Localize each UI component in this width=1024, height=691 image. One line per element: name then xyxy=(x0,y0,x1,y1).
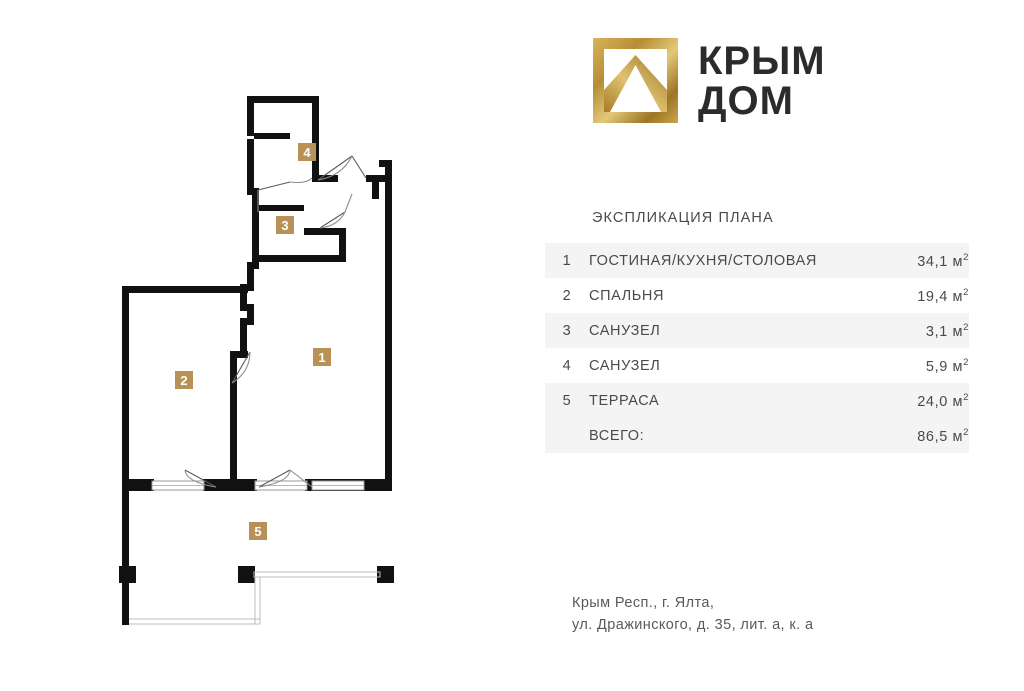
table-row: 4 САНУЗЕЛ 5,9 м2 xyxy=(545,348,969,383)
total-area-unit: м xyxy=(952,428,964,445)
row-number: 3 xyxy=(562,322,572,339)
row-area-value: 34,1 xyxy=(917,253,948,270)
total-area: 86,5 м2 xyxy=(899,418,969,453)
brand-line-2: ДОМ xyxy=(698,78,794,123)
room-badge-3-label: 3 xyxy=(281,217,289,233)
brand-line-1: КРЫМ xyxy=(698,38,826,83)
row-number: 1 xyxy=(562,252,572,269)
row-area-sup: 2 xyxy=(963,321,969,333)
room-badge-5-label: 5 xyxy=(254,523,262,539)
row-area-value: 5,9 xyxy=(925,358,948,375)
row-area: 3,1 м2 xyxy=(899,313,969,348)
row-area-sup: 2 xyxy=(963,391,969,403)
row-name: САНУЗЕЛ xyxy=(589,322,661,339)
brand-logo: КРЫМ ДОМ xyxy=(593,38,826,123)
row-area: 5,9 м2 xyxy=(899,348,969,383)
row-number: 2 xyxy=(562,287,572,304)
row-area-unit: м xyxy=(952,253,964,270)
table-total-row: ВСЕГО: 86,5 м2 xyxy=(545,418,969,453)
total-number xyxy=(545,418,589,453)
table-title: ЭКСПЛИКАЦИЯ ПЛАНА xyxy=(592,210,774,226)
table-row: 1 ГОСТИНАЯ/КУХНЯ/СТОЛОВАЯ 34,1 м2 xyxy=(545,243,969,278)
total-area-sup: 2 xyxy=(963,426,969,438)
room-badge-2-label: 2 xyxy=(180,372,188,388)
total-area-value: 86,5 xyxy=(917,428,948,445)
row-area-sup: 2 xyxy=(963,356,969,368)
room-badge-4: 4 xyxy=(298,143,316,161)
table-row: 2 СПАЛЬНЯ 19,4 м2 xyxy=(545,278,969,313)
row-area: 34,1 м2 xyxy=(899,243,969,278)
row-area-unit: м xyxy=(952,323,964,340)
row-name: САНУЗЕЛ xyxy=(589,357,661,374)
row-area-value: 3,1 xyxy=(925,323,948,340)
row-area: 19,4 м2 xyxy=(899,278,969,313)
row-area-sup: 2 xyxy=(963,286,969,298)
row-area-value: 24,0 xyxy=(917,393,948,410)
table-row: 5 ТЕРРАСА 24,0 м2 xyxy=(545,383,969,418)
table-row: 3 САНУЗЕЛ 3,1 м2 xyxy=(545,313,969,348)
info-panel: КРЫМ ДОМ ЭКСПЛИКАЦИЯ ПЛАНА 1 ГОСТИНАЯ/КУ… xyxy=(520,0,1024,691)
floor-plan-drawing: 1 2 3 4 5 xyxy=(119,96,394,625)
room-badge-5: 5 xyxy=(249,522,267,540)
plan-terrace-columns xyxy=(119,566,394,583)
row-area: 24,0 м2 xyxy=(899,383,969,418)
room-badge-4-label: 4 xyxy=(303,144,311,160)
address-line-1: Крым Респ., г. Ялта, xyxy=(572,595,715,611)
house-roof-logo-icon xyxy=(593,38,678,123)
row-area-sup: 2 xyxy=(963,251,969,263)
address-block: Крым Респ., г. Ялта, ул. Дражинского, д.… xyxy=(572,592,813,637)
room-badge-2: 2 xyxy=(175,371,193,389)
row-name: СПАЛЬНЯ xyxy=(589,287,665,304)
plan-door-swings xyxy=(184,155,367,488)
row-number: 5 xyxy=(562,392,572,409)
row-name: ГОСТИНАЯ/КУХНЯ/СТОЛОВАЯ xyxy=(589,252,817,269)
floor-plan-svg xyxy=(119,96,394,625)
plan-walls xyxy=(122,96,392,625)
address-line-2: ул. Дражинского, д. 35, лит. а, к. а xyxy=(572,617,814,634)
explication-table: 1 ГОСТИНАЯ/КУХНЯ/СТОЛОВАЯ 34,1 м2 2 СПАЛ… xyxy=(545,243,969,453)
row-number: 4 xyxy=(562,357,572,374)
room-badge-1: 1 xyxy=(313,348,331,366)
row-name: ТЕРРАСА xyxy=(589,392,660,409)
brand-wordmark: КРЫМ ДОМ xyxy=(698,38,826,123)
total-label: ВСЕГО: xyxy=(589,427,645,444)
row-area-unit: м xyxy=(952,358,964,375)
row-area-unit: м xyxy=(952,288,964,305)
row-area-unit: м xyxy=(952,393,964,410)
room-badge-3: 3 xyxy=(276,216,294,234)
room-badge-1-label: 1 xyxy=(318,349,326,365)
row-area-value: 19,4 xyxy=(917,288,948,305)
